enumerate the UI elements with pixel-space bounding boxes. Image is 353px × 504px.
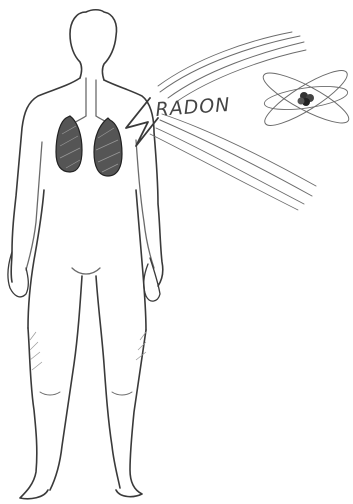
right-lung (94, 118, 122, 176)
lungs (56, 116, 122, 176)
left-lung (56, 116, 82, 172)
radon-label: RADON (155, 94, 231, 121)
trachea (70, 78, 112, 126)
radiation-stream (150, 32, 316, 210)
human-body-outline (8, 10, 163, 499)
radon-atom-icon (258, 62, 353, 133)
